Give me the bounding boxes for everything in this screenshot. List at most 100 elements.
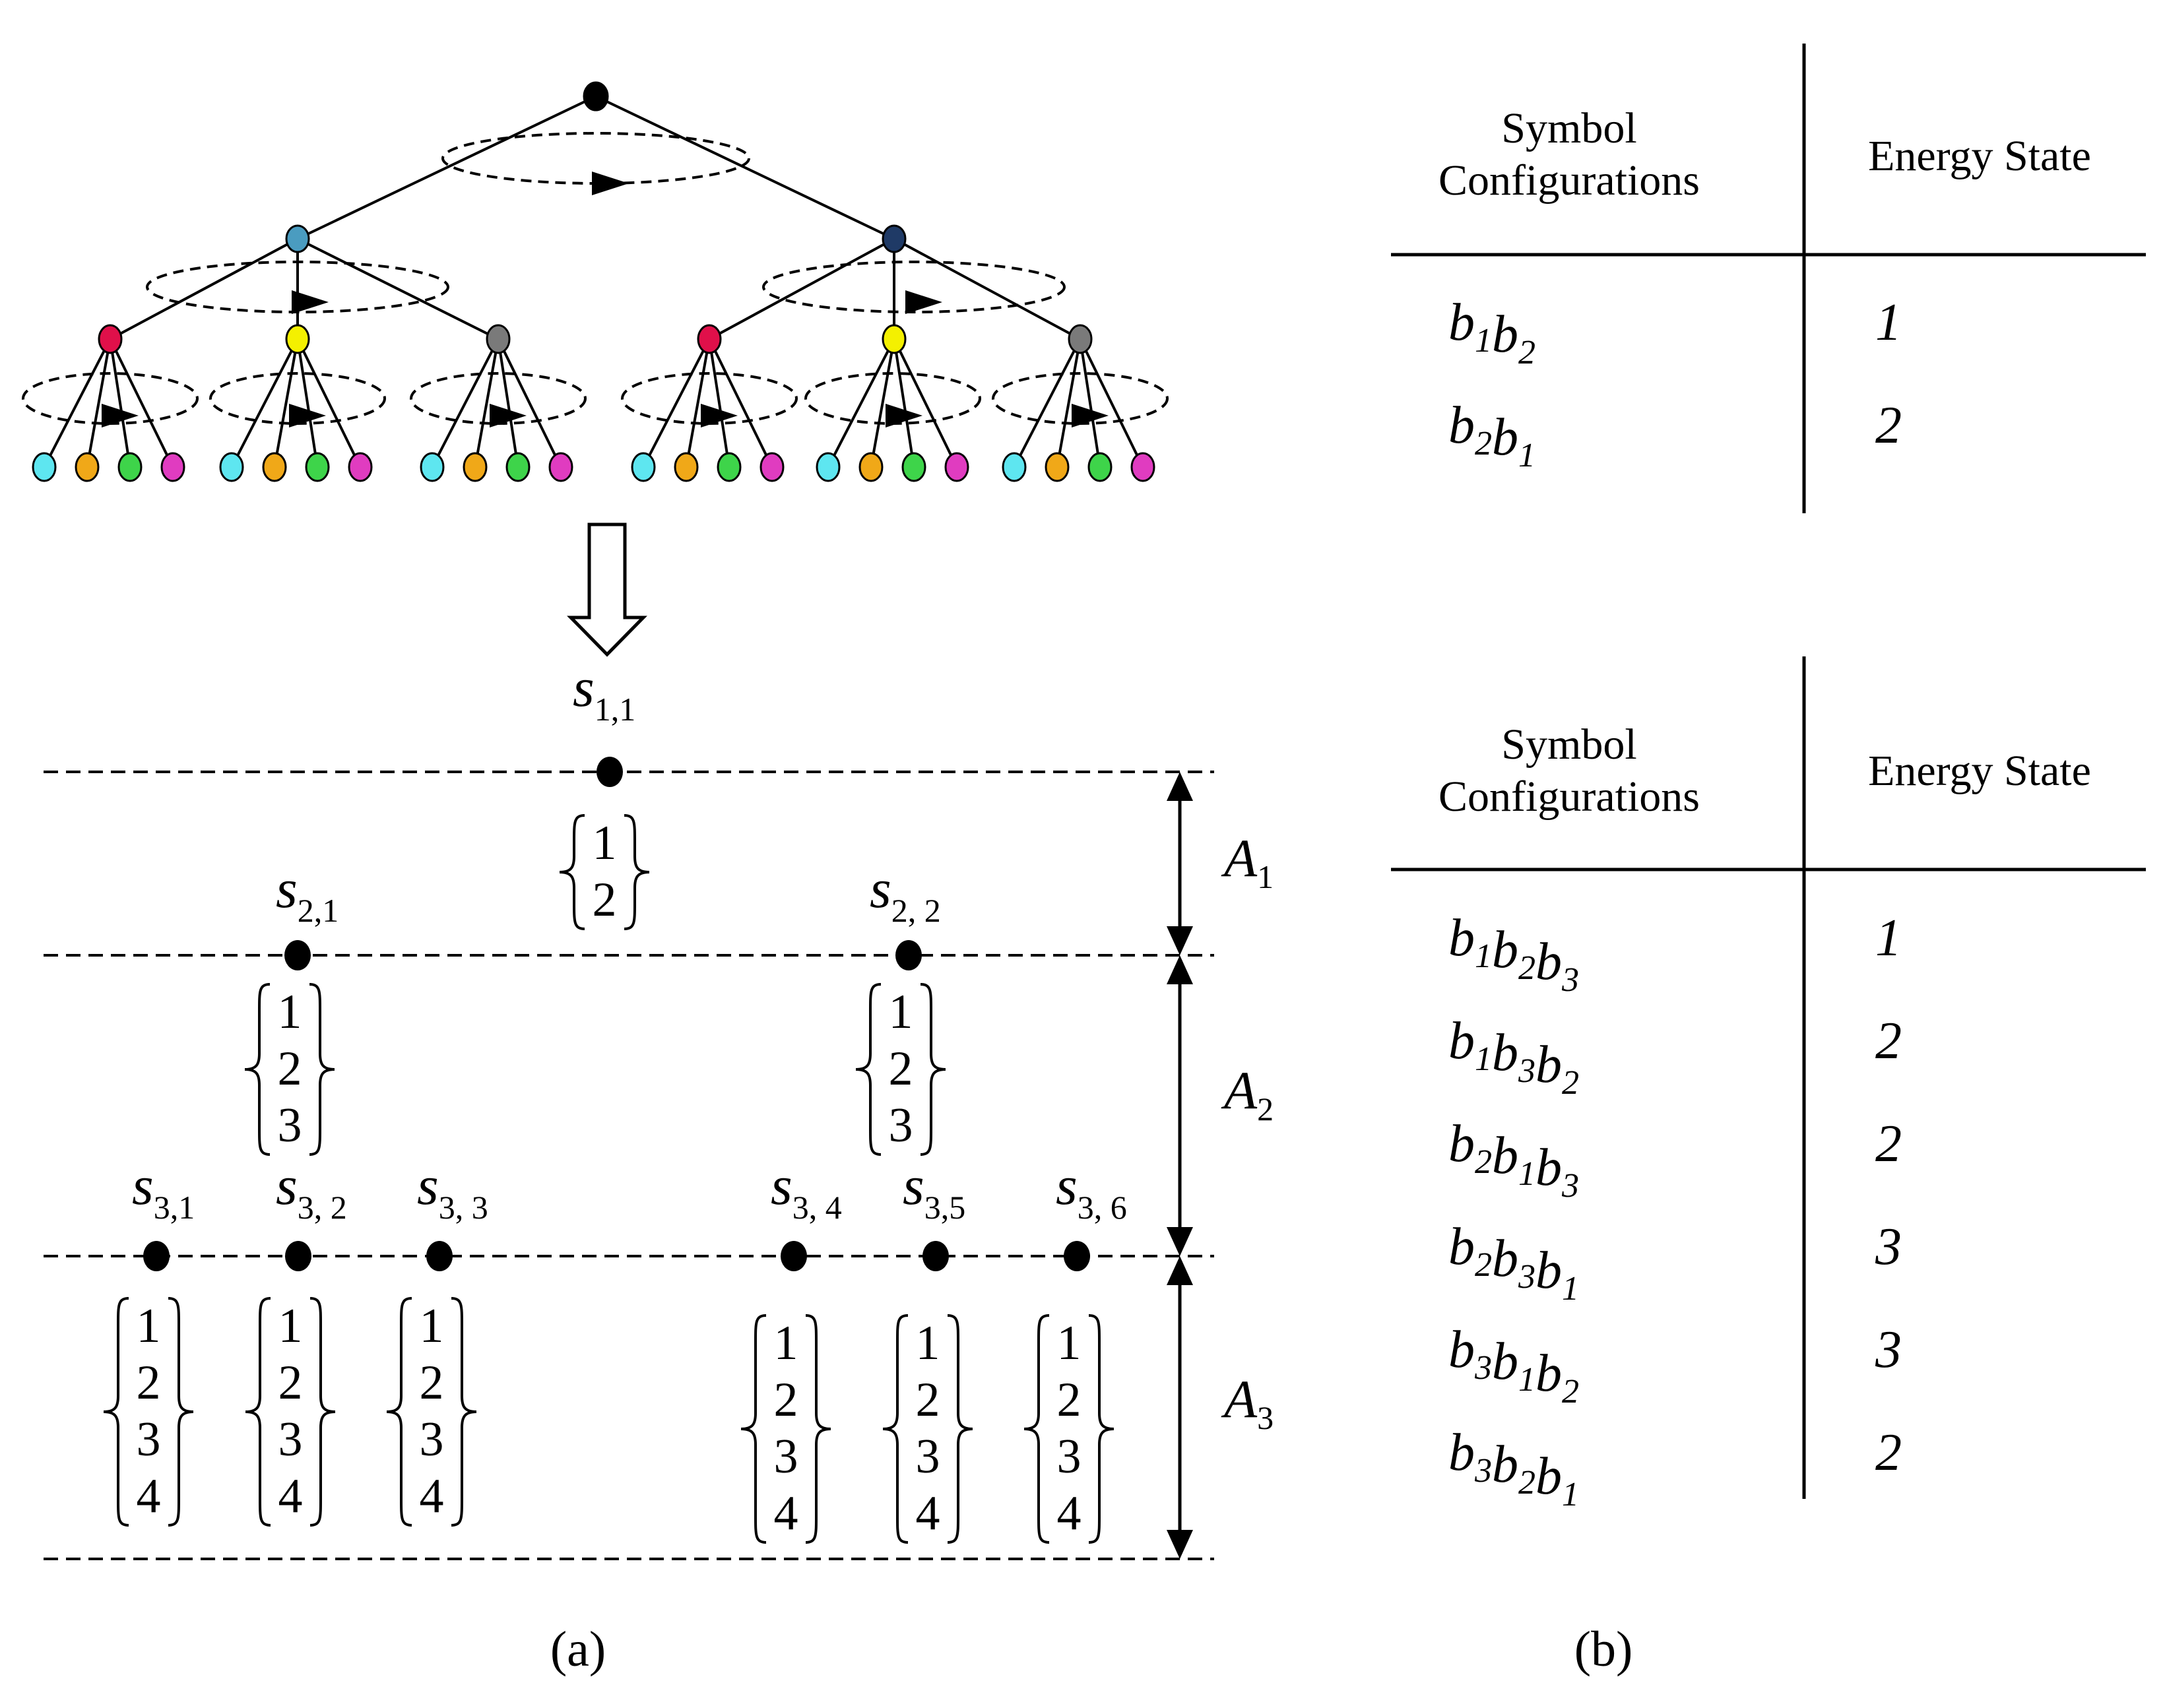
tree-edge [273, 338, 299, 468]
tree-edge [1056, 338, 1082, 468]
tree-leaf-node [858, 452, 884, 482]
tree-edge [893, 237, 1081, 340]
tree-leaf-node [759, 452, 785, 482]
panel-a-caption: (a) [550, 1622, 606, 1677]
rotation-arrow [701, 404, 738, 427]
state-set-value: 2 [593, 873, 617, 927]
state-set-value: 1 [137, 1299, 161, 1353]
state-set-value: 3 [774, 1430, 798, 1484]
state-set-brace-left [244, 983, 271, 1156]
state-set-value: 2 [916, 1373, 940, 1427]
state-node-label: s3,1 [132, 1155, 195, 1226]
state-set-value: 3 [889, 1098, 913, 1153]
state-set-value: 1 [889, 985, 913, 1039]
rotation-arrow [592, 172, 629, 195]
table-cell-config: b1b2b3 [1448, 909, 1579, 999]
tree-leaf-node [463, 452, 488, 482]
state-set-brace-left [386, 1297, 412, 1527]
table-cell-config: b1b2 [1448, 294, 1535, 371]
table-cell-state: 3 [1875, 1218, 1902, 1276]
state-set-brace-right [805, 1314, 831, 1544]
table-header-col2: Energy State [1868, 132, 2091, 180]
state-node-label: s3, 3 [417, 1155, 488, 1226]
state-set-brace-left [882, 1314, 909, 1544]
rotation-arrow [1072, 404, 1109, 427]
tree-edge [297, 95, 597, 240]
table-header-col1-line1: Symbol [1501, 104, 1636, 152]
state-set-value: 4 [420, 1469, 444, 1523]
level-arrow-down [1167, 1530, 1193, 1559]
table-header-col1-line2: Configurations [1438, 773, 1700, 821]
state-set-value: 1 [278, 985, 302, 1039]
tree-edge [893, 338, 958, 468]
tree-edge [870, 338, 895, 468]
tree-leaf-node [32, 452, 57, 482]
tree-level3-node [486, 324, 511, 354]
state-set-value: 4 [278, 1469, 303, 1523]
tree-edge [109, 338, 131, 468]
state-node [781, 1241, 807, 1271]
table-header-col1-line1: Symbol [1501, 720, 1636, 769]
tree-edge [1079, 338, 1144, 468]
table-cell-config: b3b2b1 [1448, 1424, 1579, 1513]
rotation-arrow [289, 404, 326, 427]
tree-edge [230, 338, 299, 468]
tree-edge [1013, 338, 1082, 468]
tree-level3-node [697, 324, 722, 354]
state-set-brace-left [855, 983, 882, 1156]
state-set-value: 1 [774, 1316, 798, 1370]
tree-edge [296, 338, 319, 468]
tree-leaf-node [262, 452, 287, 482]
tree-edge [1079, 338, 1101, 468]
state-node-label: s3, 6 [1056, 1155, 1127, 1226]
table-cell-state: 2 [1875, 396, 1902, 455]
state-node [426, 1241, 453, 1271]
state-set-value: 2 [889, 1042, 913, 1096]
level-label: A1 [1221, 828, 1274, 895]
table-header-col1-line2: Configurations [1438, 156, 1700, 205]
state-set-value: 3 [1057, 1430, 1082, 1484]
search-tree [22, 81, 1169, 482]
tree-edge [43, 338, 112, 468]
level-arrow-up [1167, 955, 1193, 984]
tree-edge [595, 95, 895, 240]
tree-leaf-node [348, 452, 373, 482]
rotation-arrow [102, 404, 139, 427]
tree-leaf-node [420, 452, 445, 482]
level-arrow-down [1167, 926, 1193, 955]
state-set-value: 2 [137, 1356, 161, 1410]
tree-level3-node [98, 324, 123, 354]
state-node [1064, 1241, 1090, 1271]
state-set-value: 4 [1057, 1486, 1082, 1540]
state-set-brace-right [309, 1297, 336, 1527]
state-set-brace-right [168, 1297, 194, 1527]
tree-leaf-node [160, 452, 185, 482]
state-set-value: 2 [1057, 1373, 1082, 1427]
tree-leaf-node [75, 452, 100, 482]
state-set-brace-left [740, 1314, 767, 1544]
state-set-brace-right [947, 1314, 973, 1544]
tree-leaf-node [1002, 452, 1027, 482]
state-node [143, 1241, 170, 1271]
tree-leaf-node [305, 452, 330, 482]
state-node-label: s2, 2 [870, 858, 941, 929]
state-set-value: 3 [420, 1412, 444, 1467]
tree-leaf-node [548, 452, 573, 482]
tree-leaf-node [631, 452, 656, 482]
state-set-brace-right [920, 983, 946, 1156]
tree-root-node [583, 81, 609, 111]
state-set-value: 3 [278, 1098, 302, 1153]
tree-edge [685, 338, 711, 468]
tree-edge [497, 338, 519, 468]
state-set-value: 1 [916, 1316, 940, 1370]
state-set-value: 2 [420, 1356, 444, 1410]
tree-level3-node [285, 324, 310, 354]
state-node [922, 1241, 949, 1271]
tree-edge [296, 338, 362, 468]
tree-edge [708, 338, 730, 468]
rotation-arrow [886, 404, 922, 427]
table-header-col2: Energy State [1868, 747, 2091, 795]
state-set-value: 2 [774, 1373, 798, 1427]
rotation-arrow [905, 290, 942, 314]
